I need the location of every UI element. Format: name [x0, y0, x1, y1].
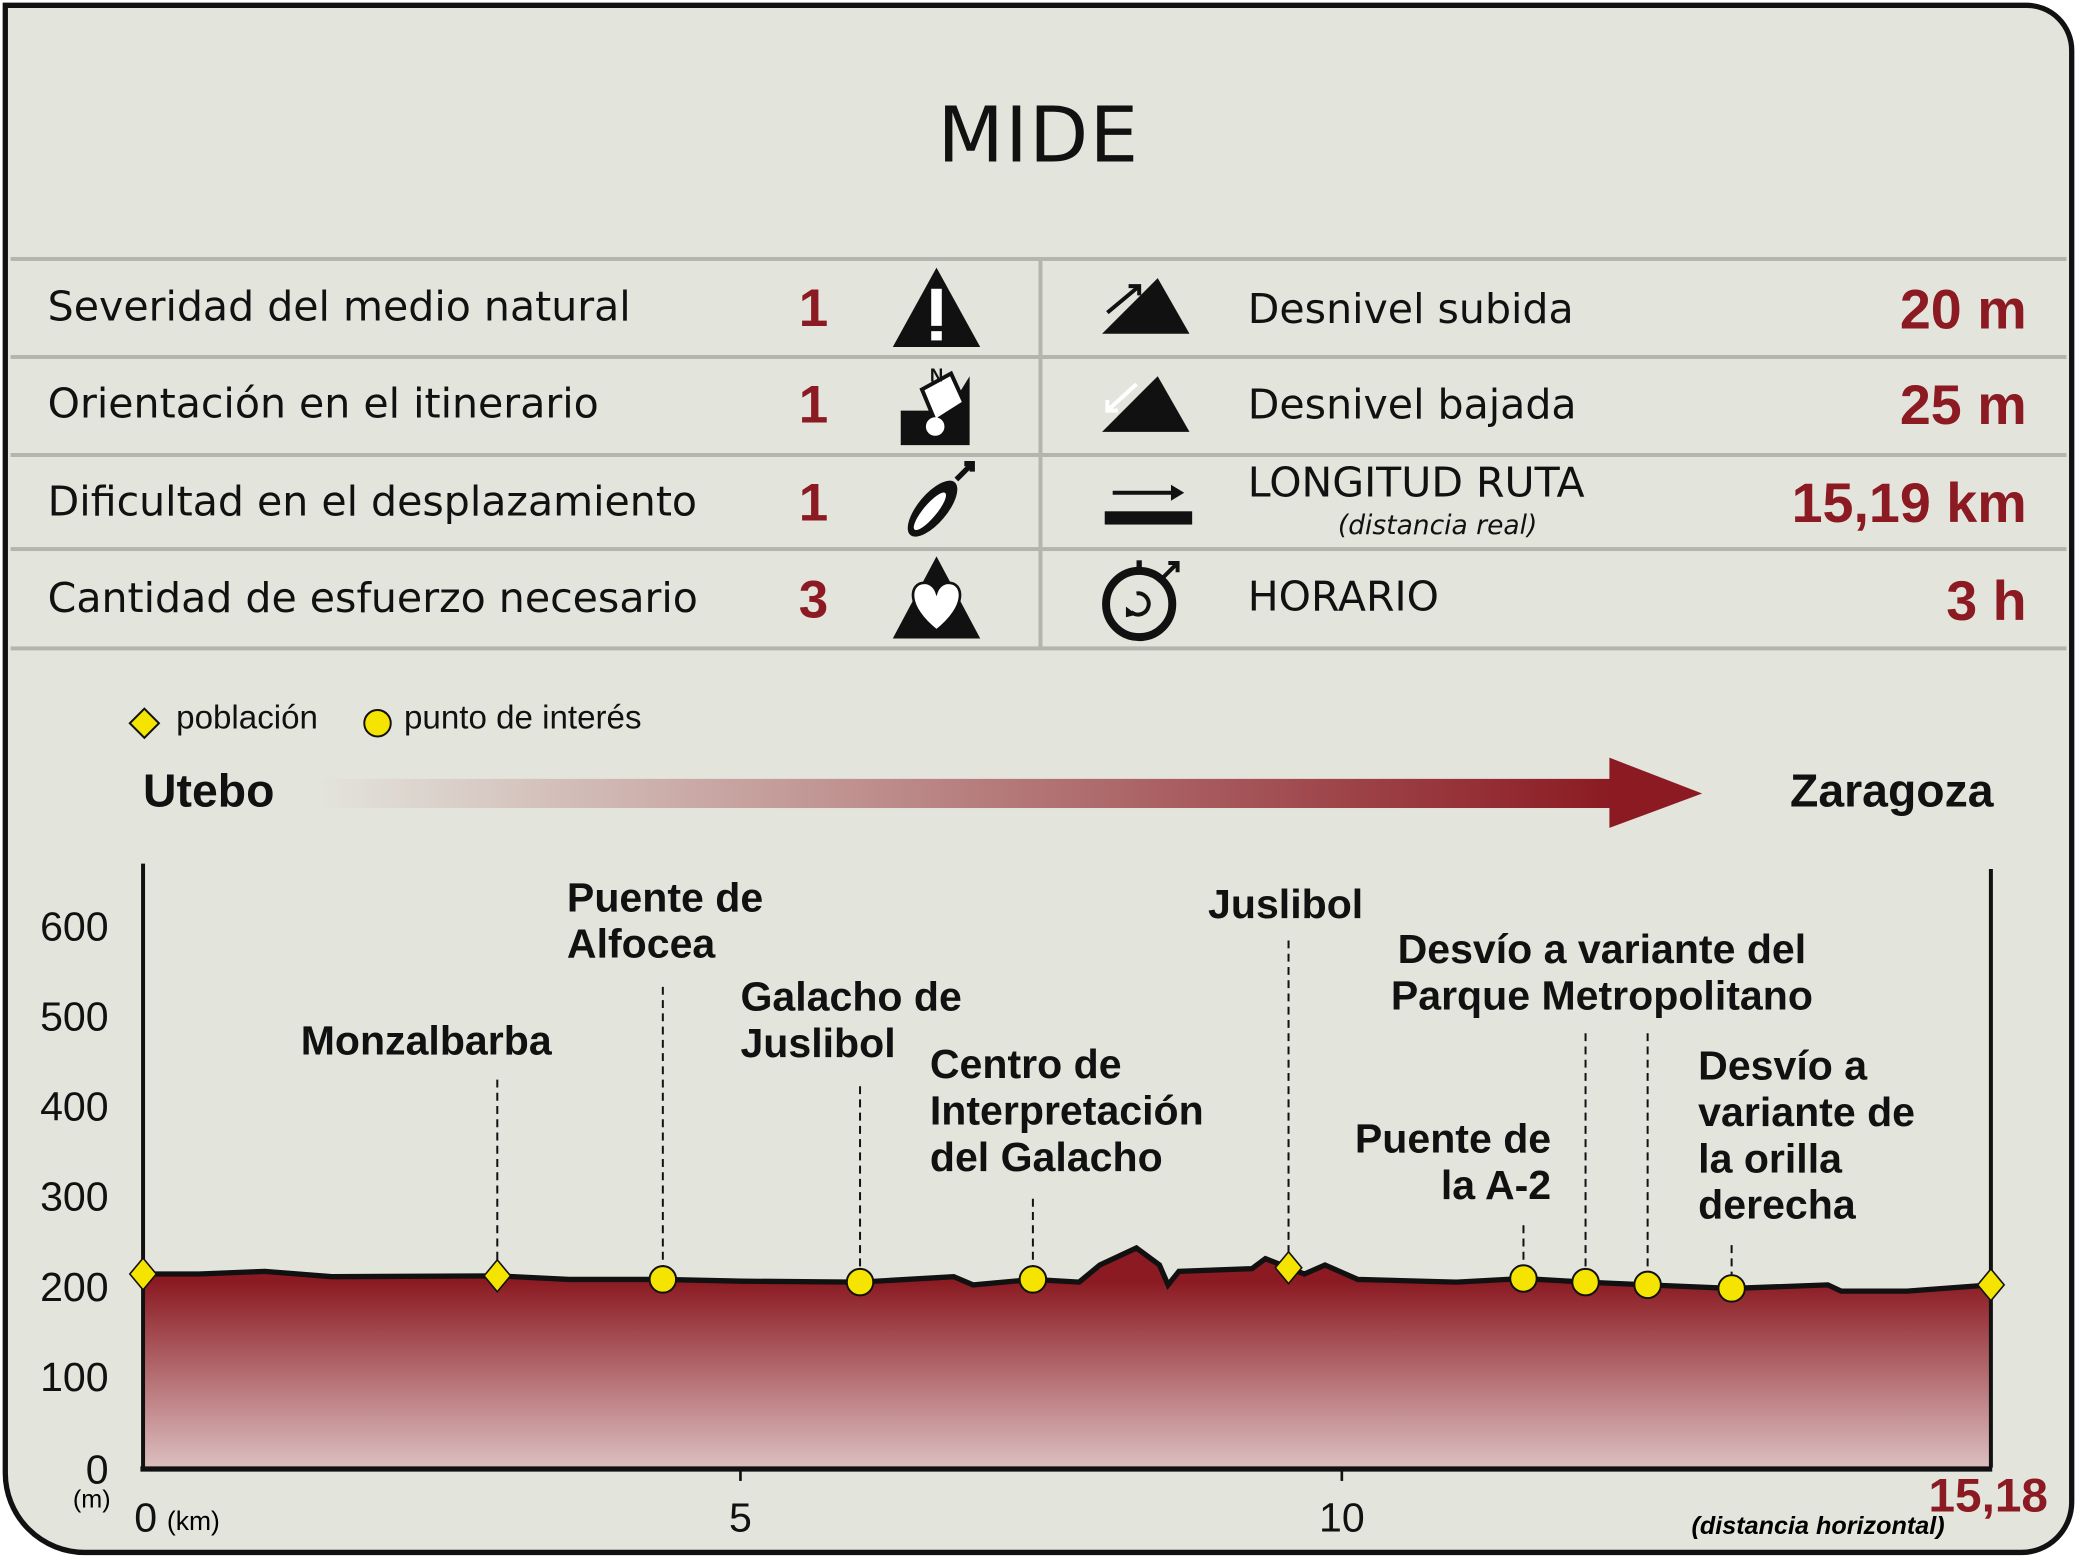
stopwatch-icon: [1102, 560, 1180, 642]
poi-marker: [1717, 1274, 1746, 1303]
route-start: Utebo: [143, 765, 275, 818]
mide-label-severity: Severidad del medio natural: [47, 283, 631, 332]
ascent-icon: [1102, 278, 1190, 334]
descent-icon: [1102, 376, 1190, 432]
y-tick-label: 500: [40, 993, 109, 1040]
town-diamond-icon: [128, 707, 161, 740]
mide-value-orientation: 1: [798, 376, 829, 435]
elevation-line: [143, 1244, 1992, 1294]
y-tick-label: 600: [40, 903, 109, 950]
heart-mountain-icon: [892, 556, 981, 639]
y-tick-label: 100: [40, 1353, 109, 1401]
point-label: Juslibol: [1208, 880, 1364, 928]
footprint-icon: [907, 460, 975, 537]
point-label: Puente de la A-2: [1354, 1115, 1552, 1209]
stat-label-length: LONGITUD RUTA: [1247, 459, 1585, 508]
stat-label-ascent: Desnivel subida: [1247, 286, 1574, 334]
poi-marker: [648, 1265, 678, 1294]
poi-marker: [1018, 1265, 1048, 1294]
svg-text:N: N: [930, 364, 943, 385]
page-title: MIDE: [937, 90, 1140, 181]
stat-label-time: HORARIO: [1247, 573, 1439, 622]
mide-value-effort: 3: [798, 570, 829, 630]
orientation-compass-icon: N: [900, 364, 970, 446]
poi-marker: [1509, 1264, 1538, 1293]
distance-arrow-icon: [1104, 484, 1193, 525]
route-end: Zaragoza: [1790, 765, 1994, 818]
x-end-label: 15,18: [1928, 1467, 2048, 1522]
x-tick-label: 10: [1319, 1494, 1365, 1541]
poi-circle-icon: [363, 709, 392, 738]
town-marker: [128, 1256, 158, 1292]
y-tick-label: 300: [40, 1173, 109, 1220]
x-unit-label: (km): [166, 1507, 220, 1537]
point-label: Desvío a variante de la orilla derecha: [1698, 1042, 1916, 1228]
town-marker: [1274, 1250, 1303, 1285]
stat-value-ascent: 20 m: [1899, 278, 2027, 341]
x-note-label: (distancia horizontal): [1691, 1512, 1945, 1541]
y-tick-label: 400: [40, 1083, 109, 1130]
point-label: Monzalbarba: [300, 1017, 552, 1064]
poi-marker: [1571, 1267, 1600, 1297]
mide-value-displacement: 1: [798, 474, 829, 533]
point-label: Puente de Alfocea: [566, 874, 764, 967]
y-tick-label: 200: [40, 1263, 109, 1311]
poi-marker: [1633, 1270, 1662, 1300]
y-unit-label: (m): [72, 1486, 111, 1515]
mide-label-effort: Cantidad de esfuerzo necesario: [47, 574, 698, 623]
x-tick-label: 5: [729, 1494, 752, 1541]
stat-value-time: 3 h: [1946, 569, 2027, 632]
point-label: Desvío a variante del Parque Metropolita…: [1390, 925, 1813, 1019]
mide-value-severity: 1: [798, 279, 829, 338]
elevation-area: [143, 1247, 1991, 1468]
direction-arrow-icon: [317, 757, 1703, 828]
point-label: Centro de Interpretación del Galacho: [929, 1041, 1204, 1181]
warning-triangle-icon: [892, 267, 981, 348]
poi-marker: [845, 1267, 875, 1297]
x-tick-label: 0: [134, 1494, 158, 1541]
point-label: Galacho de Juslibol: [740, 973, 962, 1067]
mide-label-displacement: Dificultad en el desplazamiento: [47, 478, 698, 526]
stat-sublabel-length: (distancia real): [1337, 508, 1538, 541]
stat-label-descent: Desnivel bajada: [1247, 381, 1577, 430]
divider: [10, 256, 2067, 261]
stat-value-length: 15,19 km: [1791, 471, 2027, 534]
stat-value-descent: 25 m: [1899, 373, 2027, 436]
legend-town: población: [176, 699, 318, 737]
town-marker: [1976, 1267, 2006, 1302]
divider: [1038, 260, 1043, 650]
y-tick-label: 0: [85, 1446, 109, 1493]
town-marker: [483, 1258, 512, 1293]
mide-label-orientation: Orientación en el itinerario: [47, 380, 599, 428]
legend-poi: punto de interés: [404, 699, 642, 737]
